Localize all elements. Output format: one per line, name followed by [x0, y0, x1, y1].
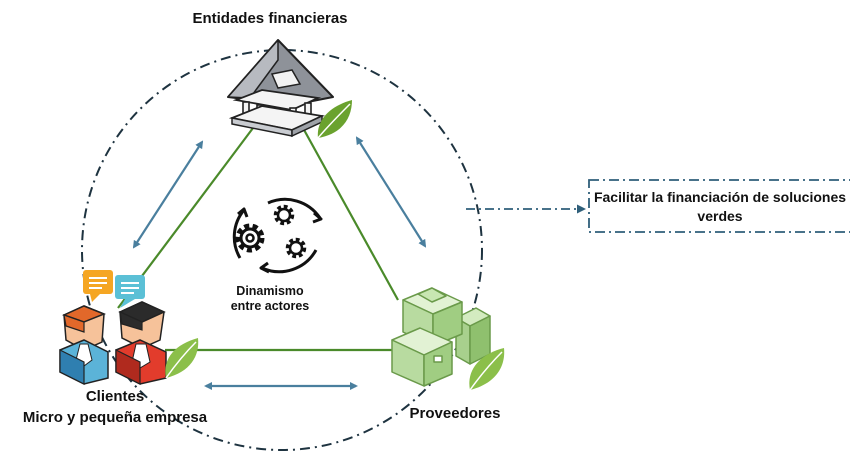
- leaf-icon-bank: [317, 100, 352, 139]
- label-center-dynamism: Dinamismo entre actores: [200, 284, 340, 314]
- label-clients-line1: Clientes: [85, 388, 145, 405]
- boxes-icon: [391, 287, 491, 387]
- leaf-icon-clients: [165, 338, 199, 379]
- label-financial-entities: Entidades financieras: [192, 10, 348, 27]
- exchange-arrows: [132, 136, 427, 390]
- label-center-line1: Dinamismo: [236, 284, 304, 298]
- gears-icon: [232, 197, 323, 274]
- arrow-bank-providers: [355, 136, 427, 248]
- bank-icon: [227, 39, 334, 138]
- speech-bubble-blue-icon: [115, 275, 145, 308]
- edge-bank-providers: [302, 127, 399, 301]
- label-clients: Clientes Micro y pequeña empresa: [0, 386, 230, 428]
- arrow-bank-clients: [132, 140, 204, 249]
- speech-bubble-orange-icon: [83, 270, 113, 302]
- ecosystem-circle: [81, 49, 483, 451]
- callout-border: [588, 179, 850, 233]
- business-people-icon: [59, 301, 167, 385]
- callout-box: Facilitar la financiación de soluciones …: [589, 180, 850, 232]
- label-providers: Proveedores: [409, 405, 501, 422]
- leaf-icon-providers: [469, 348, 505, 391]
- callout-text: Facilitar la financiación de soluciones …: [593, 189, 847, 224]
- label-center-line2: entre actores: [230, 299, 310, 313]
- label-clients-line2: Micro y pequeña empresa: [22, 409, 208, 426]
